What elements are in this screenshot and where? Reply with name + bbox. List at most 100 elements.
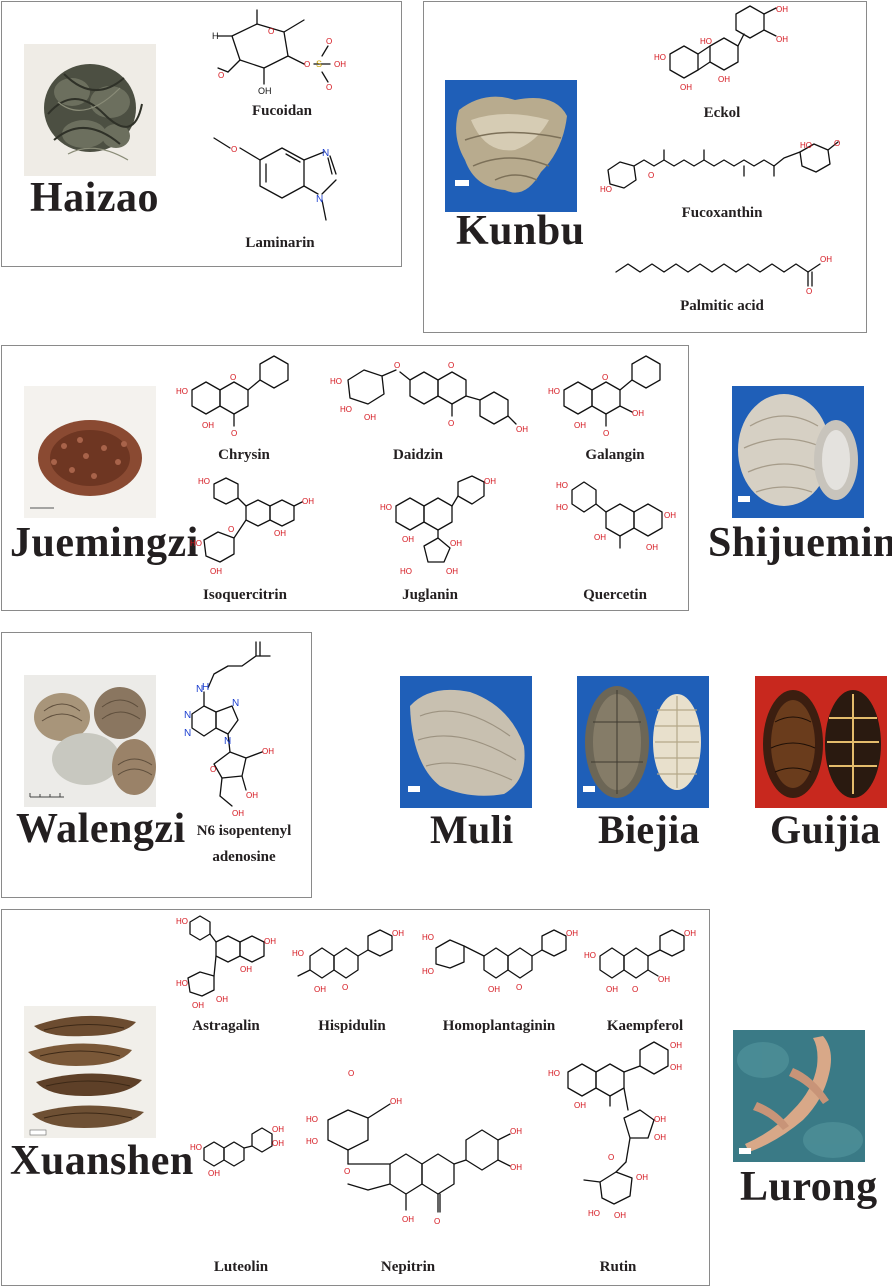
- svg-text:HO: HO: [654, 53, 666, 62]
- compound-label-adenosine: adenosine: [212, 849, 276, 865]
- svg-text:OH: OH: [392, 929, 404, 938]
- ark-shell-photo: [24, 675, 156, 807]
- svg-text:OH: OH: [594, 533, 606, 542]
- astragalin-structure: HO OH OH HO OH OH: [176, 915, 280, 1012]
- luteolin-structure: HO OH OH OH: [190, 1124, 290, 1180]
- svg-text:HO: HO: [190, 1143, 202, 1152]
- compound-label-hispidulin: Hispidulin: [318, 1018, 386, 1034]
- svg-text:OH: OH: [446, 567, 458, 576]
- quercetin-structure: HO HO OH OH OH: [556, 476, 686, 576]
- isoquercitrin-structure: HO O OH OH HO OH: [190, 476, 320, 580]
- svg-text:O: O: [228, 525, 234, 534]
- compound-label-chrysin: Chrysin: [218, 447, 270, 463]
- svg-text:O: O: [648, 171, 654, 180]
- svg-text:HO: HO: [330, 377, 342, 386]
- laminarin-structure: O N N: [200, 134, 360, 230]
- svg-text:O: O: [230, 373, 236, 382]
- fucoidan-structure: O H O OH O S O O OH: [212, 6, 362, 98]
- svg-text:HO: HO: [548, 1069, 560, 1078]
- svg-text:O: O: [448, 419, 454, 428]
- svg-text:OH: OH: [302, 497, 314, 506]
- herb-label-walengzi: Walengzi: [16, 806, 186, 852]
- svg-text:HO: HO: [400, 567, 412, 576]
- tortoise-shell-photo: [755, 676, 887, 808]
- svg-text:N: N: [224, 736, 231, 747]
- compound-label-luteolin: Luteolin: [213, 1259, 269, 1275]
- svg-text:O: O: [608, 1153, 614, 1162]
- svg-text:HO: HO: [340, 405, 352, 414]
- svg-text:OH: OH: [670, 1063, 682, 1072]
- compound-label-quercetin: Quercetin: [583, 587, 647, 603]
- svg-text:O: O: [348, 1069, 354, 1078]
- daidzin-structure: O HO HO OH O O OH: [330, 354, 540, 440]
- chrysin-structure: HO O OH O: [176, 354, 316, 440]
- svg-text:OH: OH: [606, 985, 618, 994]
- svg-text:HO: HO: [700, 37, 712, 46]
- rutin-structure: HO OH OH OH OH OH O OH HO OH: [548, 1040, 708, 1250]
- svg-text:H: H: [212, 31, 219, 41]
- svg-text:O: O: [806, 287, 812, 296]
- svg-text:HO: HO: [176, 387, 188, 396]
- svg-text:O: O: [602, 373, 608, 382]
- svg-text:HO: HO: [800, 141, 812, 150]
- juglanin-structure: HO OH OH OH HO OH: [380, 475, 510, 580]
- svg-text:HO: HO: [600, 185, 612, 194]
- kaempferol-structure: HO OH OH OH O: [584, 926, 708, 1002]
- svg-text:O: O: [326, 37, 332, 46]
- kelp-photo: [445, 80, 577, 212]
- svg-text:OH: OH: [632, 409, 644, 418]
- svg-text:OH: OH: [680, 83, 692, 92]
- cassia-seed-photo: [24, 386, 156, 518]
- svg-text:O: O: [344, 1167, 350, 1176]
- svg-text:HO: HO: [306, 1137, 318, 1146]
- svg-text:O: O: [603, 429, 609, 438]
- compound-label-daidzin: Daidzin: [392, 447, 444, 463]
- compound-label-isoquercitrin: Isoquercitrin: [203, 587, 287, 603]
- herb-label-xuanshen: Xuanshen: [10, 1138, 194, 1184]
- svg-text:O: O: [218, 71, 224, 80]
- svg-text:O: O: [394, 361, 400, 370]
- compound-label-rutin: Rutin: [599, 1259, 637, 1275]
- herb-label-lurong: Lurong: [740, 1164, 878, 1210]
- svg-text:OH: OH: [390, 1097, 402, 1106]
- svg-text:HO: HO: [190, 539, 202, 548]
- svg-text:OH: OH: [654, 1133, 666, 1142]
- herb-label-kunbu: Kunbu: [456, 208, 585, 254]
- svg-text:OH: OH: [314, 985, 326, 994]
- compound-label-homoplantaginin: Homoplantaginin: [442, 1018, 556, 1034]
- svg-text:OH: OH: [646, 543, 658, 552]
- herb-label-muli: Muli: [430, 807, 514, 852]
- dried-seaweed-photo: [24, 44, 156, 176]
- svg-text:HO: HO: [306, 1115, 318, 1124]
- svg-text:O: O: [268, 27, 274, 36]
- svg-text:N: N: [184, 728, 191, 739]
- svg-text:OH: OH: [262, 747, 274, 756]
- svg-text:N: N: [184, 710, 191, 721]
- svg-text:HO: HO: [422, 967, 434, 976]
- compound-label-eckol: Eckol: [703, 105, 741, 121]
- svg-text:O: O: [210, 765, 216, 774]
- fucoxanthin-structure: HO O O HO: [600, 136, 850, 202]
- compound-label-galangin: Galangin: [585, 447, 645, 463]
- svg-text:OH: OH: [574, 421, 586, 430]
- svg-text:OH: OH: [670, 1041, 682, 1050]
- compound-label-fucoxanthin: Fucoxanthin: [681, 205, 763, 221]
- svg-text:S: S: [316, 59, 322, 69]
- svg-text:HO: HO: [292, 949, 304, 958]
- compound-label-nepitrin: Nepitrin: [380, 1259, 436, 1275]
- svg-text:OH: OH: [510, 1127, 522, 1136]
- svg-text:HO: HO: [422, 933, 434, 942]
- svg-text:OH: OH: [246, 791, 258, 800]
- herb-label-juemingzi: Juemingzi: [10, 520, 199, 566]
- svg-text:OH: OH: [574, 1101, 586, 1110]
- svg-text:HO: HO: [198, 477, 210, 486]
- svg-text:OH: OH: [614, 1211, 626, 1220]
- turtle-carapace-photo: [577, 676, 709, 808]
- svg-text:OH: OH: [450, 539, 462, 548]
- svg-text:OH: OH: [202, 421, 214, 430]
- palmitic-acid-structure: OH O: [612, 250, 842, 296]
- svg-text:OH: OH: [334, 60, 346, 69]
- svg-text:N: N: [196, 684, 203, 695]
- homoplantaginin-structure: HO HO OH OH O: [422, 926, 582, 1002]
- svg-text:O: O: [326, 83, 332, 92]
